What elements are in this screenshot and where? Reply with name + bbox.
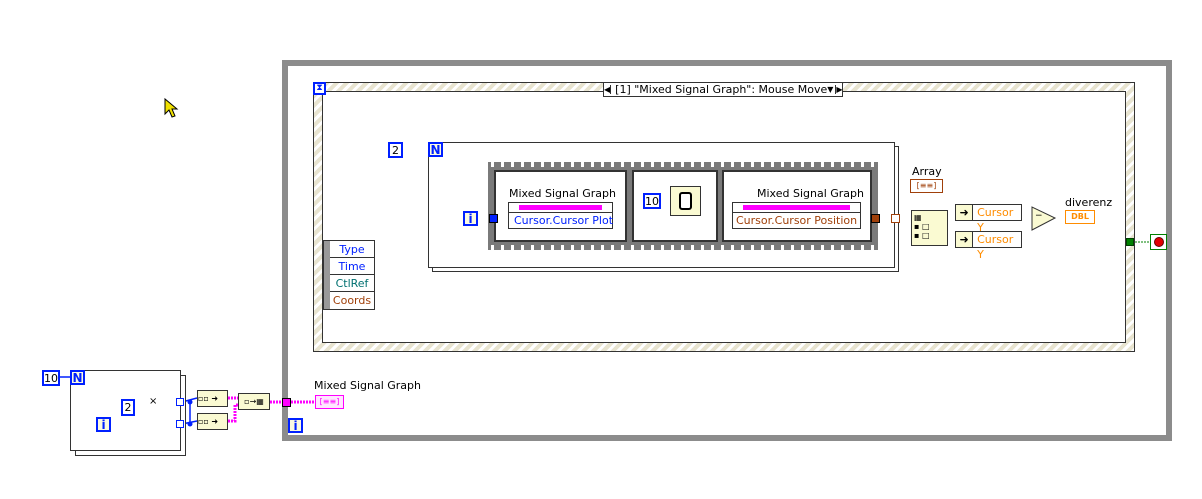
indexing-tunnel: [891, 214, 900, 223]
property-node-label: Mixed Signal Graph: [509, 187, 616, 200]
hourglass-icon: ⧗: [313, 82, 326, 95]
loop-count-constant[interactable]: 2: [388, 142, 403, 158]
property-node-label-2: Mixed Signal Graph: [757, 187, 864, 200]
event-data-time: Time: [330, 258, 374, 275]
previous-case-arrow[interactable]: ◀: [604, 85, 612, 94]
arrow-icon: ➜: [956, 232, 974, 247]
next-case-arrow[interactable]: ▶: [835, 85, 843, 94]
unbundle-cursor-y-1[interactable]: ➜ Cursor Y: [955, 204, 1022, 234]
cursor-y-2: Cursor Y: [977, 233, 1014, 261]
outer-loop-iteration-terminal: i: [96, 417, 111, 432]
build-array-function[interactable]: ▫→▦: [238, 393, 270, 410]
loop-count-terminal: N: [428, 142, 443, 157]
output-tunnel: [871, 214, 880, 223]
arrow-icon: ➜: [956, 205, 974, 220]
wait-ms-constant[interactable]: 10: [643, 193, 661, 209]
unbundle-cursor-y-2[interactable]: ➜ Cursor Y: [955, 231, 1022, 261]
cursor-y-1: Cursor Y: [977, 206, 1014, 234]
while-iteration-terminal: i: [288, 418, 303, 433]
output-tunnel-1: [176, 398, 184, 406]
event-data-type: Type: [330, 241, 374, 258]
while-loop-frame: [282, 60, 1172, 441]
conditional-tunnel: [1126, 238, 1134, 246]
diverenz-indicator[interactable]: DBL: [1065, 210, 1095, 224]
property-node-cursor-position[interactable]: Cursor.Cursor Position: [732, 202, 861, 229]
event-data-ctlref: CtlRef: [330, 275, 374, 292]
event-data-node: Type Time CtlRef Coords: [323, 240, 375, 310]
multiplier-constant[interactable]: 2: [121, 399, 135, 416]
stop-button-terminal[interactable]: [1150, 234, 1167, 250]
sequence-tunnel: [489, 214, 498, 223]
diverenz-label: diverenz: [1065, 196, 1113, 209]
dropdown-icon[interactable]: ▼: [827, 85, 834, 94]
array-indicator[interactable]: [≡≡]: [910, 179, 943, 193]
outer-loop-count-terminal: N: [70, 370, 85, 385]
property-cursor-position[interactable]: Cursor.Cursor Position: [736, 214, 858, 227]
event-data-coords: Coords: [332, 294, 372, 307]
event-case-selector[interactable]: ◀ [1] "Mixed Signal Graph": Mouse Move ▼…: [603, 82, 843, 97]
loop-iteration-terminal: i: [463, 211, 478, 226]
stopwatch-icon: [679, 192, 692, 210]
stop-icon: [1154, 237, 1164, 247]
graph-terminal-label: Mixed Signal Graph: [314, 379, 421, 392]
outer-loop-count-constant[interactable]: 10: [42, 370, 60, 386]
build-cluster-1[interactable]: ▫▫ ➜: [197, 390, 228, 407]
output-tunnel-2: [176, 420, 184, 428]
mouse-pointer-icon: [164, 97, 179, 118]
while-loop-tunnel: [282, 398, 291, 407]
case-selector-label: [1] "Mixed Signal Graph": Mouse Move: [615, 83, 828, 96]
mixed-signal-graph-terminal[interactable]: [≡≡]: [315, 395, 344, 409]
array-label: Array: [912, 165, 942, 178]
multiply-symbol: ×: [149, 396, 158, 407]
wait-ms-function[interactable]: [670, 186, 701, 216]
property-node-cursor-plot[interactable]: Cursor.Cursor Plot: [508, 202, 613, 229]
subtract-symbol: −: [1035, 211, 1043, 221]
property-cursor-plot[interactable]: Cursor.Cursor Plot: [514, 214, 614, 227]
index-array-function[interactable]: ▦▪ □▪ □: [911, 210, 948, 246]
build-cluster-2[interactable]: ▫▫ ➜: [197, 413, 228, 430]
